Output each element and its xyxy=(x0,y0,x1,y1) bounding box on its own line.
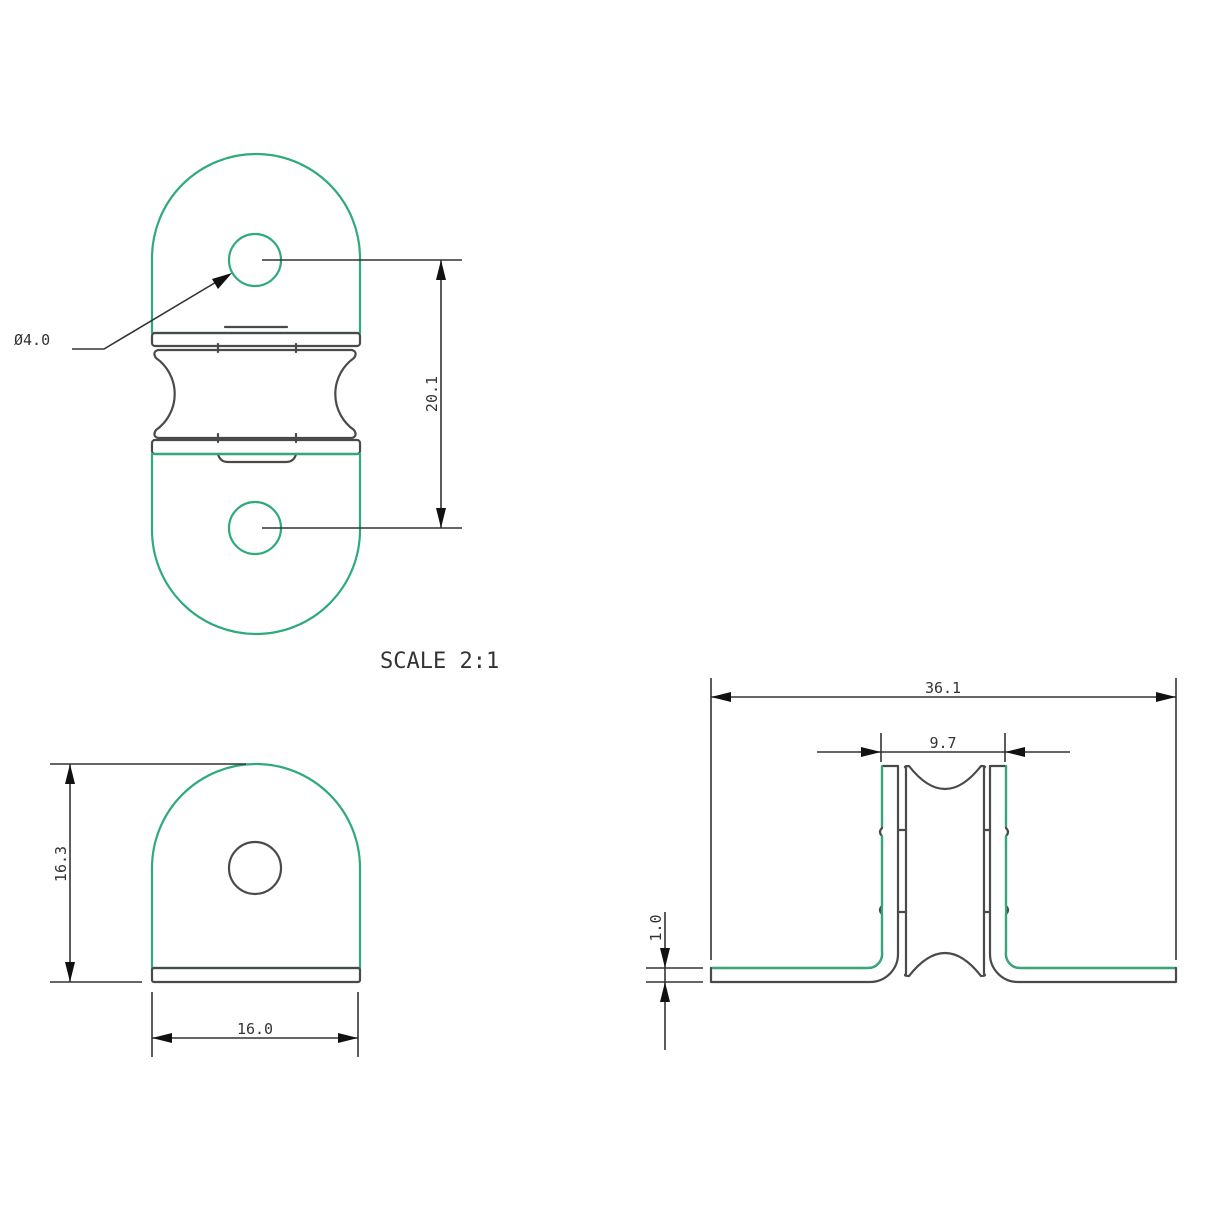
upper-bracket-outline xyxy=(150,152,362,335)
overall-width-label: 36.1 xyxy=(925,679,961,697)
arrow-head xyxy=(1156,692,1176,702)
pulley-profile xyxy=(903,764,987,978)
scale-note: SCALE 2:1 xyxy=(380,649,499,674)
bracket-face-outline xyxy=(150,762,362,970)
arrow-head xyxy=(436,508,446,528)
right-bracket-visible xyxy=(1004,764,1176,970)
arrow-head xyxy=(65,764,75,784)
lower-bracket-outline xyxy=(150,452,362,636)
height-label: 16.3 xyxy=(52,846,70,882)
thickness-label: 1.0 xyxy=(647,914,665,941)
width-label: 16.0 xyxy=(237,1020,273,1038)
arrow-head xyxy=(711,692,731,702)
arrow-head xyxy=(1005,747,1025,757)
inner-width-label: 9.7 xyxy=(929,734,956,752)
arrow-head xyxy=(660,982,670,1002)
upper-bracket-edge xyxy=(150,331,362,348)
side-view: 36.1 9.7 1.0 xyxy=(646,678,1178,1050)
bracket-hole xyxy=(227,840,283,896)
left-bracket-outer xyxy=(709,764,900,984)
arrow-head xyxy=(861,747,881,757)
lower-bracket-edge xyxy=(150,438,362,456)
front-view: 16.3 16.0 xyxy=(50,762,362,1057)
bracket-base-edge xyxy=(150,966,362,984)
hole-spacing-label: 20.1 xyxy=(423,376,441,412)
arrow-head xyxy=(338,1033,358,1043)
top-view: 20.1 Ø4.0 xyxy=(14,152,462,636)
hole-diameter-label: Ø4.0 xyxy=(14,331,50,349)
lower-hidden-line xyxy=(216,452,298,464)
arrow-head xyxy=(65,962,75,982)
right-bracket-outer xyxy=(988,764,1178,984)
pulley-wheel-outline xyxy=(153,348,357,440)
arrow-head xyxy=(660,948,670,968)
arrow-head xyxy=(436,260,446,280)
left-bracket-visible xyxy=(711,764,884,970)
arrow-head xyxy=(152,1033,172,1043)
leader-line xyxy=(72,274,229,350)
arrow-head xyxy=(212,273,232,289)
